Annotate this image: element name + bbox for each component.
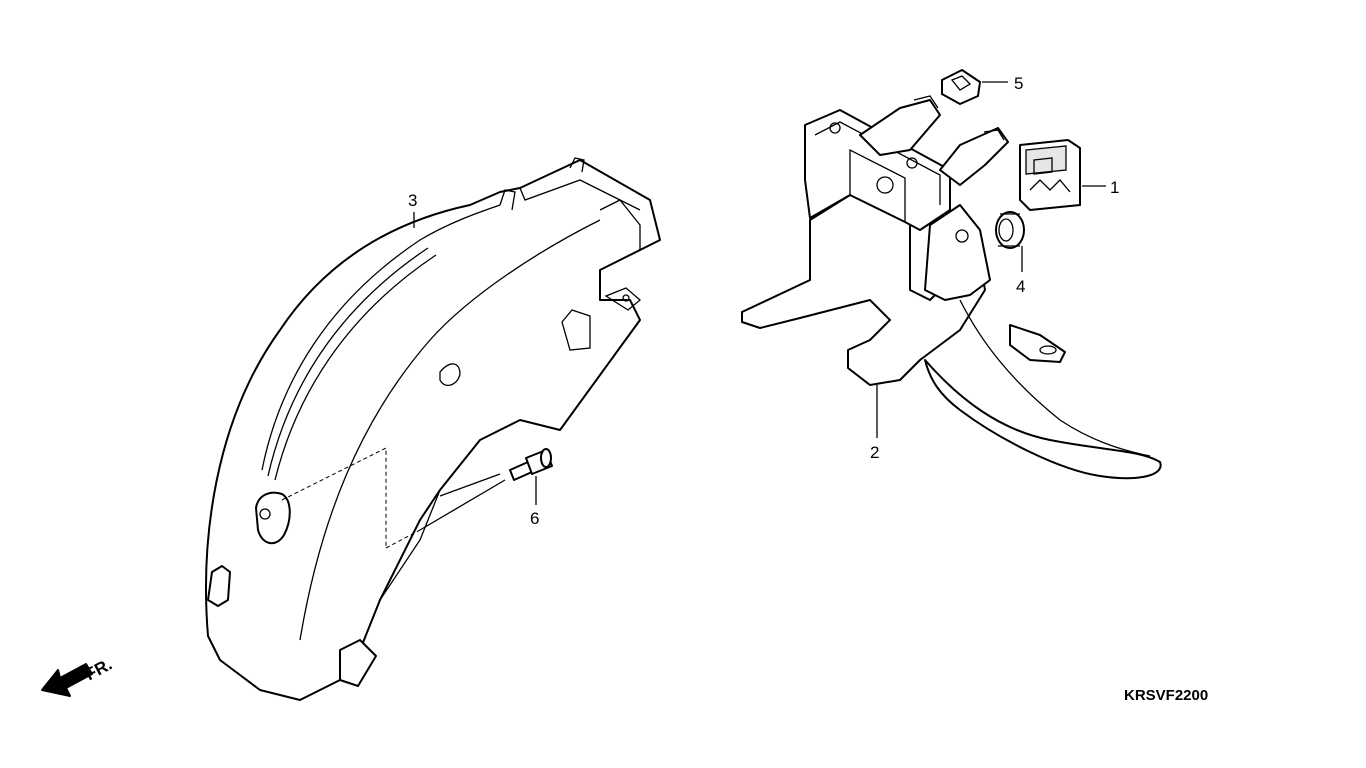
- callout-labels: 1 2 3 4 5 6: [408, 74, 1119, 528]
- callout-2: 2: [870, 443, 879, 462]
- front-arrow-icon: [41, 663, 93, 697]
- front-label: FR.: [82, 655, 115, 685]
- callout-6: 6: [530, 509, 539, 528]
- part-5-clip: [941, 69, 1008, 105]
- callout-4: 4: [1016, 277, 1025, 296]
- part-1-plate: [1019, 139, 1106, 211]
- part-4-grommet: [995, 211, 1025, 272]
- callout-3: 3: [408, 191, 417, 210]
- part-3-rear-fender: [205, 157, 661, 701]
- callout-5: 5: [1014, 74, 1023, 93]
- part-2-bracket: [741, 95, 1162, 480]
- front-direction-indicator: FR.: [41, 655, 115, 697]
- fastener-reference-lines: [281, 447, 506, 549]
- drawing-code: KRSVF2200: [1124, 687, 1208, 704]
- callout-1: 1: [1110, 178, 1119, 197]
- part-6-flange-bolt: [509, 448, 553, 505]
